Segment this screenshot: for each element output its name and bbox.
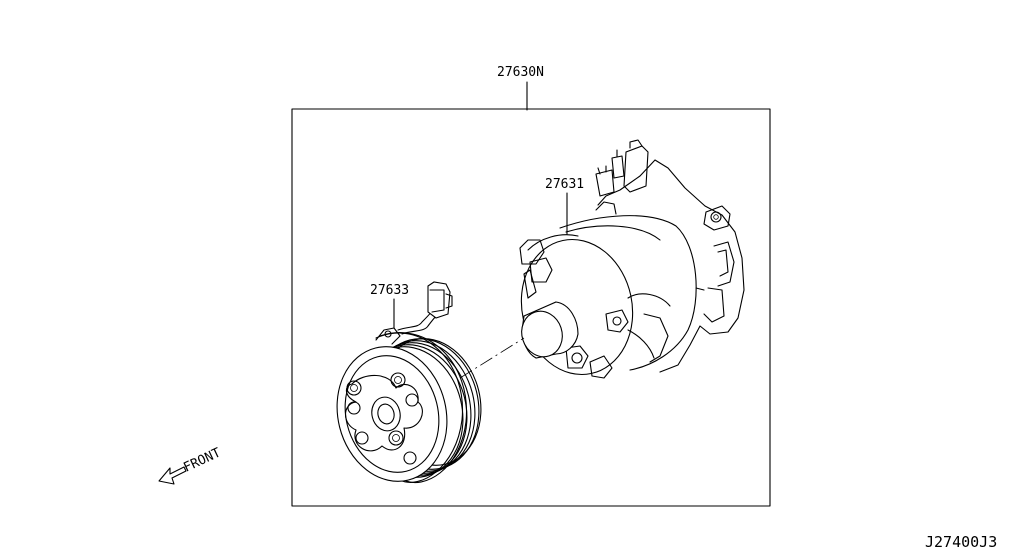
clutch-illustration: 27633 (336, 281, 482, 484)
front-direction-indicator: FRONT (158, 445, 223, 485)
clutch-part-number-label: 27633 (370, 283, 409, 298)
assembly-part-number-label: 27630N (497, 65, 544, 80)
diagram-code: J27400J3 (925, 533, 997, 551)
front-label: FRONT (181, 445, 223, 475)
compressor-part-number-label: 27631 (545, 177, 584, 192)
assembly-frame (291, 108, 771, 507)
compressor-illustration: 27631 (519, 139, 745, 379)
center-axis-line (459, 337, 525, 379)
front-arrow-icon (158, 466, 187, 485)
